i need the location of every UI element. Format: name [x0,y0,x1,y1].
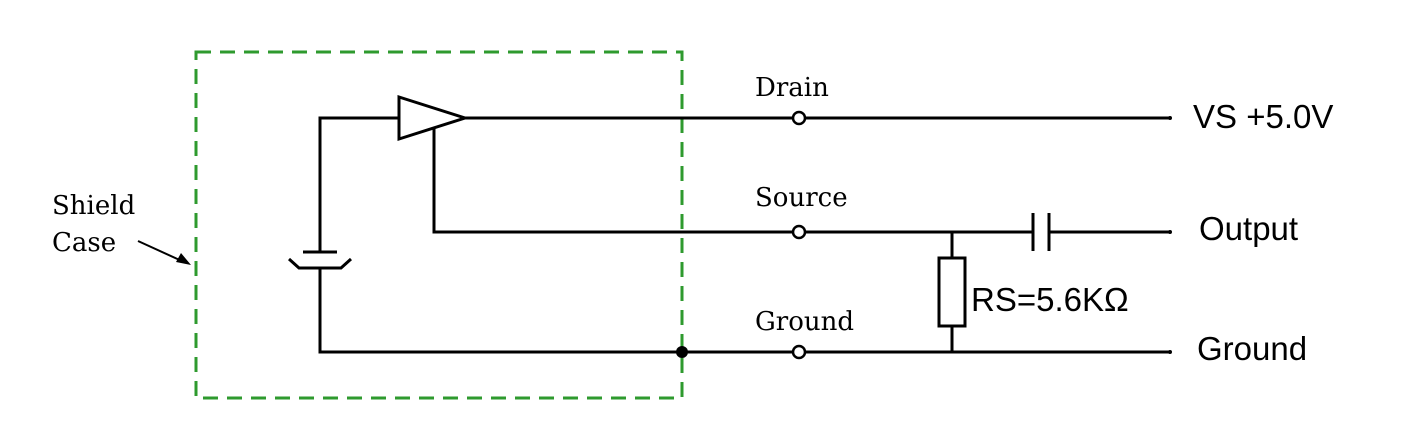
output-end-dot [1168,230,1172,234]
shield-case-outline [194,50,684,400]
shield-pointer-arrow-line [137,240,185,263]
amplifier-triangle [397,94,470,142]
ground-junction-dot [676,346,688,358]
shield-label-line1: Shield [52,191,135,221]
drain-terminal [791,110,807,126]
capsule-top-wire [318,116,401,254]
vs-end-dot [1168,116,1172,120]
ground-output-label: Ground [1197,330,1307,367]
capsule-ground-wire [318,266,684,354]
source-wire-internal [432,127,1033,234]
source-terminal [791,224,807,240]
ground-terminal [791,344,807,360]
ground-end-dot [1168,350,1172,354]
vs-output-label: VS +5.0V [1193,98,1333,135]
source-label: Source [755,183,848,213]
shield-label-line2: Case [52,228,116,258]
shield-pointer-arrowhead [176,253,191,265]
output-label: Output [1199,210,1298,247]
ground-pin-label: Ground [755,307,854,337]
drain-label: Drain [755,73,829,103]
resistor-body [937,256,967,328]
resistor-label: RS=5.6KΩ [971,281,1129,318]
